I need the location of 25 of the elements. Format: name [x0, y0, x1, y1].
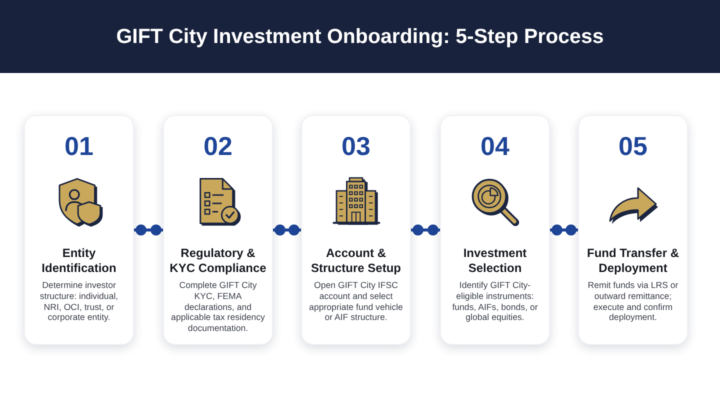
connector — [411, 224, 440, 236]
step-number: 02 — [204, 131, 232, 161]
step-description: Remit funds via LRS or outward remittance; execute and confirm deployment. — [586, 280, 680, 324]
step-heading: Investment Selection — [462, 246, 528, 276]
step-card — [440, 115, 550, 345]
step-description: Complete GIFT City KYC, FEMA declarations, and applicable tax residency documentation. — [170, 280, 266, 334]
step-heading: Account & Structure Setup — [310, 246, 402, 276]
step-description: Determine investor structure: individual, NRI, OCI, trust, or corporate entity. — [38, 280, 120, 324]
step-heading: Entity Identification — [40, 246, 118, 276]
connector — [550, 224, 578, 236]
step-card — [301, 115, 411, 345]
step-heading: Fund Transfer & Deployment — [586, 246, 680, 276]
step-heading: Regulatory & KYC Compliance — [168, 246, 268, 276]
step-card — [24, 115, 134, 345]
step-description: Open GIFT City IFSC account and select appropriate fund vehicle or AIF structure. — [308, 280, 404, 324]
step-number: 04 — [480, 131, 510, 161]
step-number: 01 — [64, 131, 94, 161]
step-number: 05 — [618, 131, 648, 161]
connector — [273, 224, 301, 236]
step-description: Identify GIFT City-eligible instruments: funds, AIFs, bonds, or global equities. — [451, 280, 539, 324]
connector — [134, 224, 163, 236]
step-card — [578, 115, 688, 345]
title: GIFT City Investment Onboarding: 5-Step Process — [116, 24, 604, 48]
step-number: 03 — [342, 131, 370, 161]
step-card — [163, 115, 273, 345]
